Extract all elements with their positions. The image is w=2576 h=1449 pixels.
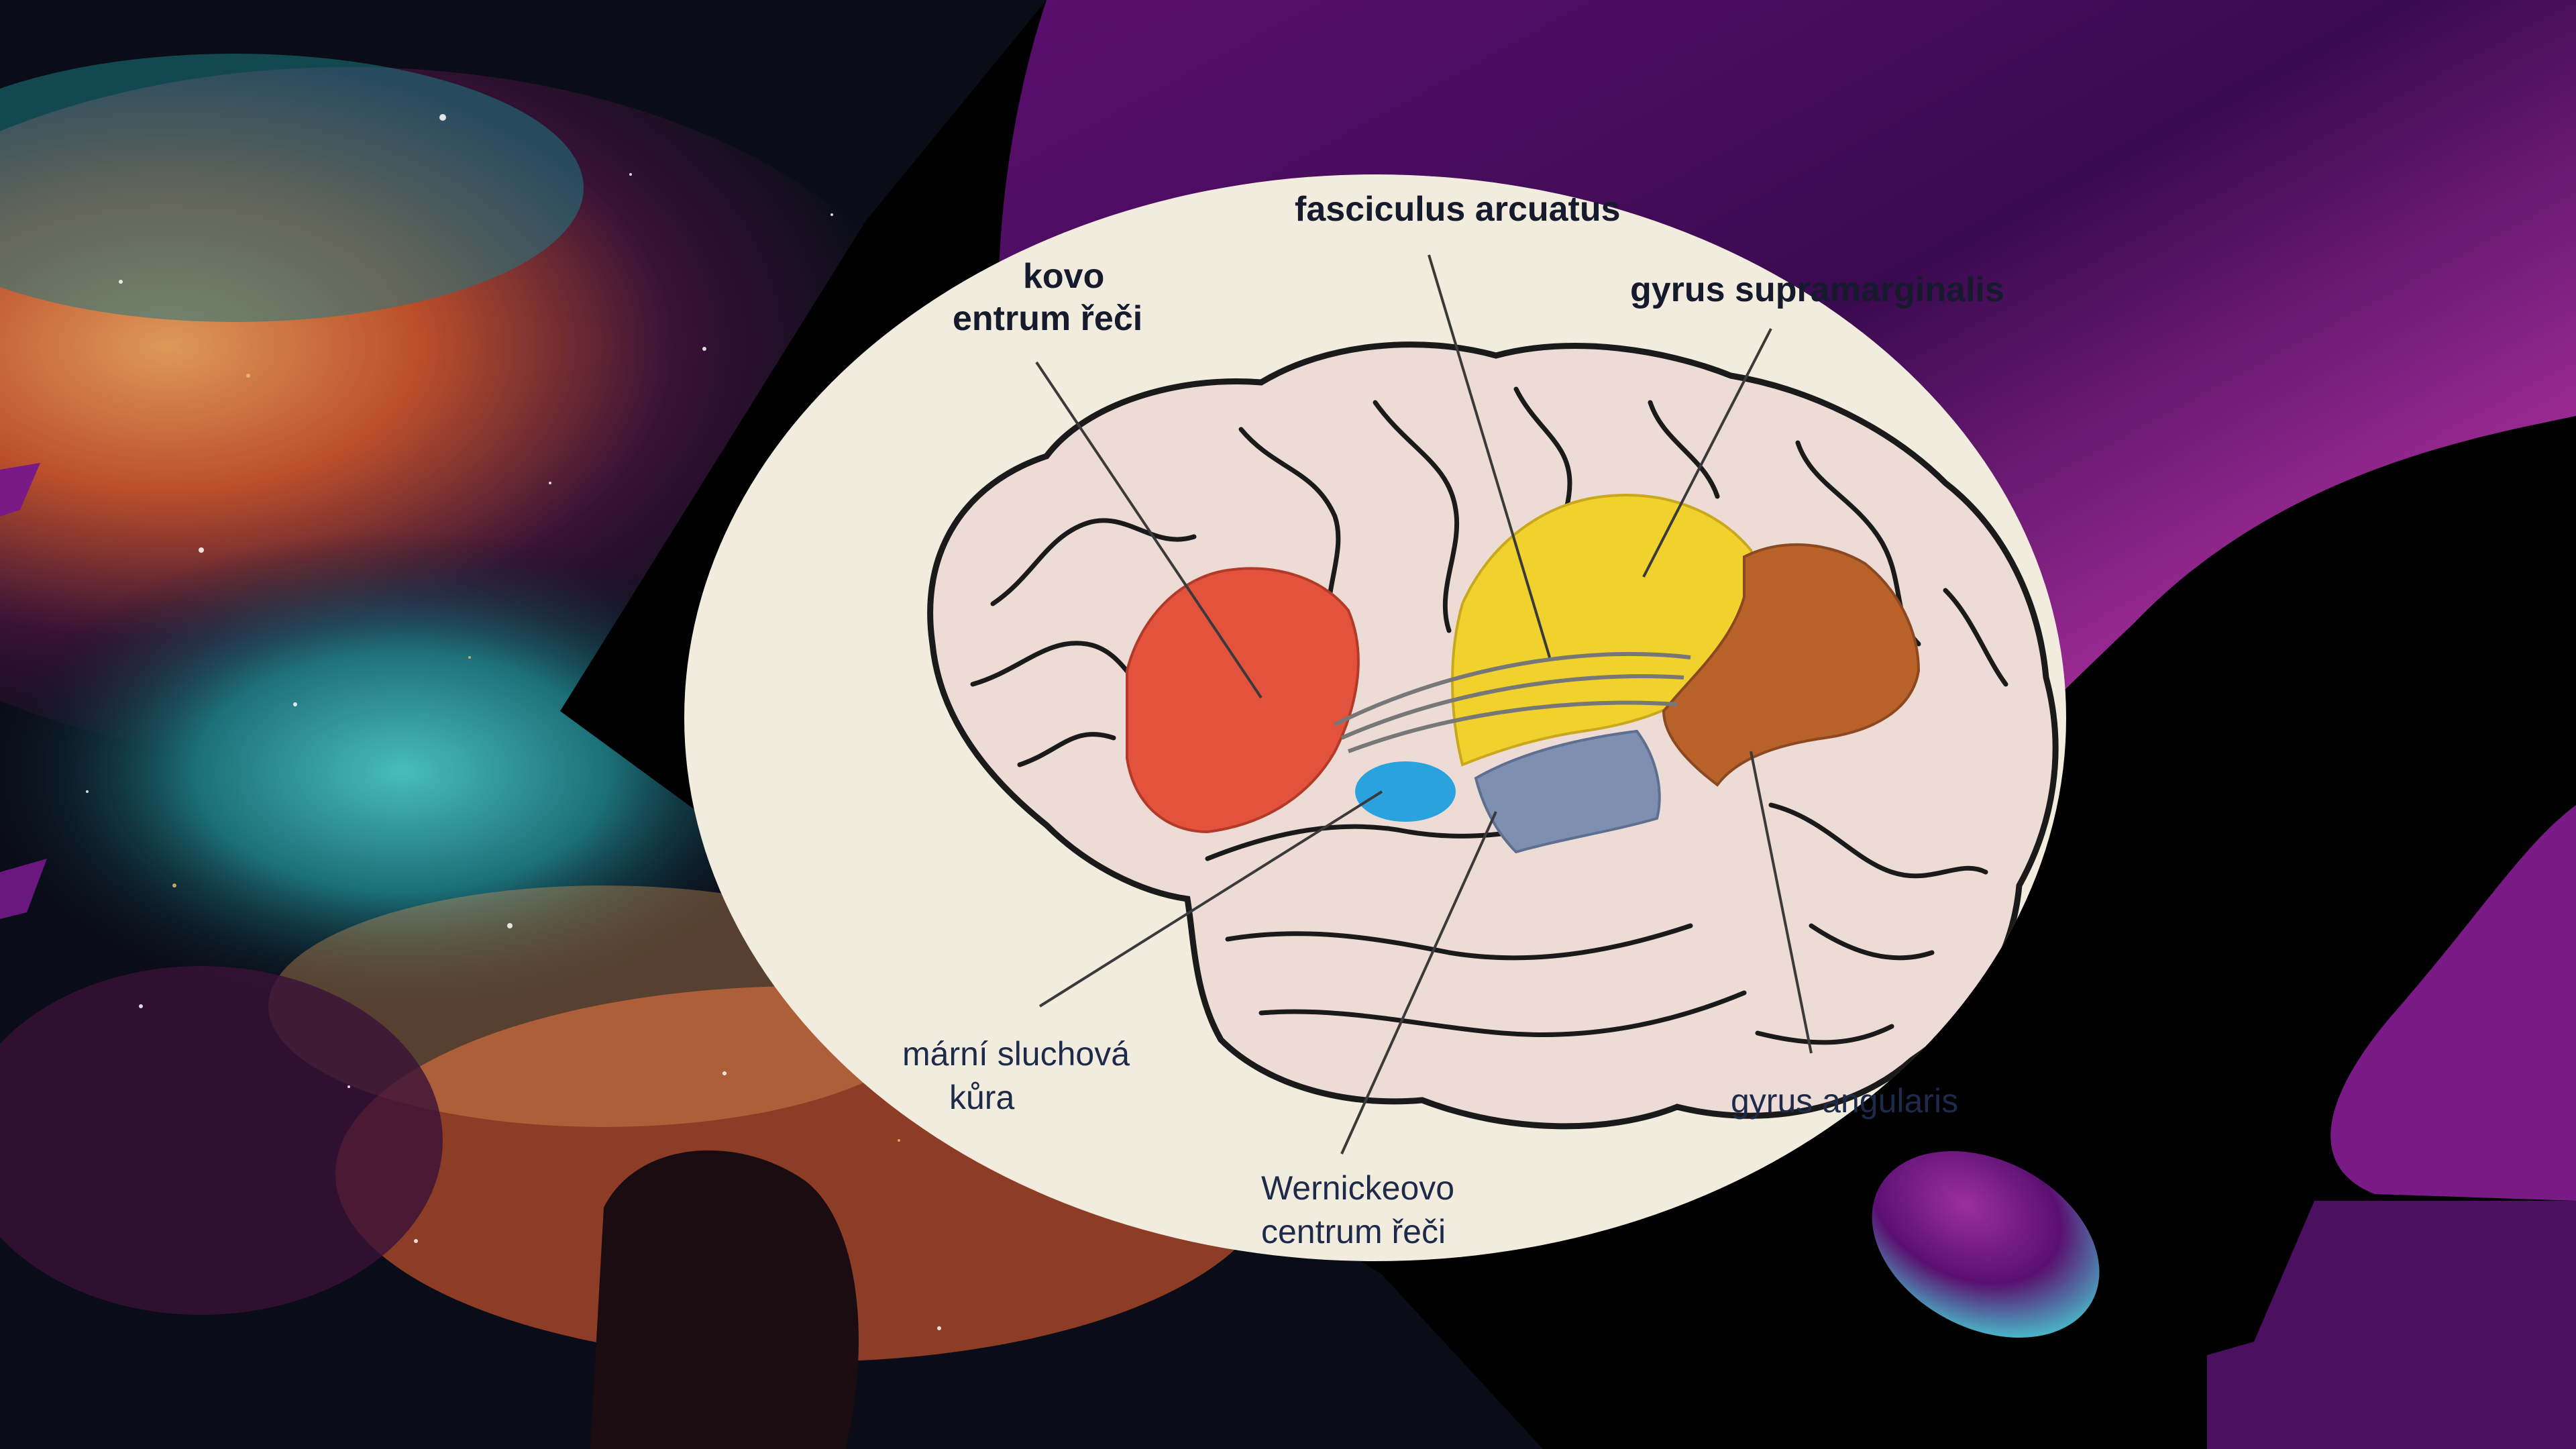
label-gyrus-angularis: gyrus angularis bbox=[1731, 1083, 1958, 1119]
label-fasciculus-arcuatus: fasciculus arcuatus bbox=[1295, 191, 1621, 228]
region-auditory bbox=[1355, 761, 1456, 822]
label-broca-line2: entrum řeči bbox=[953, 301, 1142, 337]
label-broca-line1: kovo bbox=[1023, 258, 1104, 295]
label-auditory-line2: kůra bbox=[949, 1080, 1014, 1116]
label-wernicke-line2: centrum řeči bbox=[1261, 1214, 1446, 1250]
label-wernicke-line1: Wernickeovo bbox=[1261, 1171, 1454, 1206]
label-auditory-line1: mární sluchová bbox=[902, 1036, 1130, 1072]
label-gyrus-supramarginalis: gyrus supramarginalis bbox=[1630, 272, 2004, 309]
